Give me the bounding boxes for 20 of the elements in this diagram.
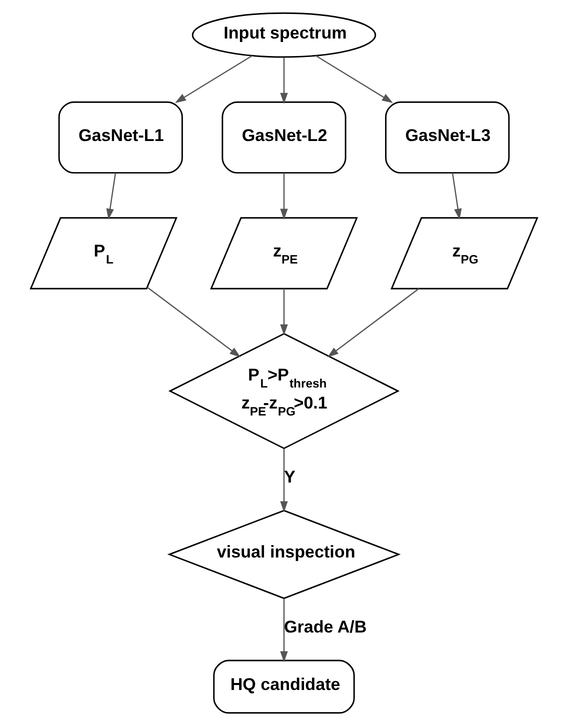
node-box: GasNet-L2 [222, 101, 346, 174]
node-ellipse: Input spectrum [192, 12, 376, 58]
edge-label: Grade A/B [284, 618, 367, 637]
edge-label: Y [284, 468, 296, 487]
arrow [146, 286, 241, 358]
node-box: GasNet-L3 [385, 101, 510, 174]
arrow [106, 172, 116, 220]
arrow [327, 288, 420, 358]
arrow [280, 288, 288, 336]
node-diamond: P$_{L}$>P$_{thresh}$ z$_{PE}$-z$_{PG}$>0.1 [168, 332, 400, 450]
arrow [175, 55, 252, 103]
arrow [280, 598, 288, 662]
arrow [452, 172, 462, 220]
node-box: GasNet-L1 [58, 101, 183, 174]
arrow [280, 448, 288, 512]
node-box: HQ candidate [213, 660, 355, 714]
node-diamond: visual inspection [167, 510, 401, 600]
arrow [280, 57, 288, 104]
arrow [280, 173, 288, 220]
arrow [316, 55, 393, 103]
